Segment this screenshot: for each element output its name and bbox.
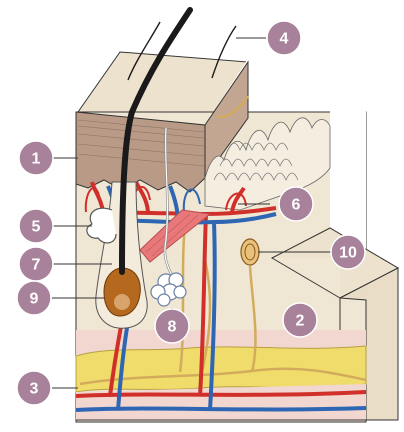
marker-label: 9 (30, 291, 39, 308)
marker-label: 5 (32, 219, 41, 236)
marker-7: 7 (19, 247, 53, 281)
marker-label: 10 (339, 245, 357, 262)
marker-label: 3 (30, 381, 39, 398)
marker-6: 6 (279, 187, 313, 221)
marker-3: 3 (17, 371, 51, 405)
marker-label: 7 (32, 257, 41, 274)
marker-10: 10 (331, 235, 365, 269)
marker-label: 6 (292, 197, 301, 214)
marker-9: 9 (17, 281, 51, 315)
marker-4: 4 (267, 21, 301, 55)
marker-5: 5 (19, 209, 53, 243)
marker-2: 2 (283, 303, 317, 337)
dermis-brown-band (76, 112, 205, 192)
marker-8: 8 (155, 309, 189, 343)
marker-1: 1 (19, 141, 53, 175)
sensory-receptor (241, 239, 259, 265)
marker-label: 8 (168, 319, 177, 336)
marker-label: 1 (32, 151, 41, 168)
marker-label: 2 (296, 313, 305, 330)
marker-label: 4 (280, 31, 289, 48)
